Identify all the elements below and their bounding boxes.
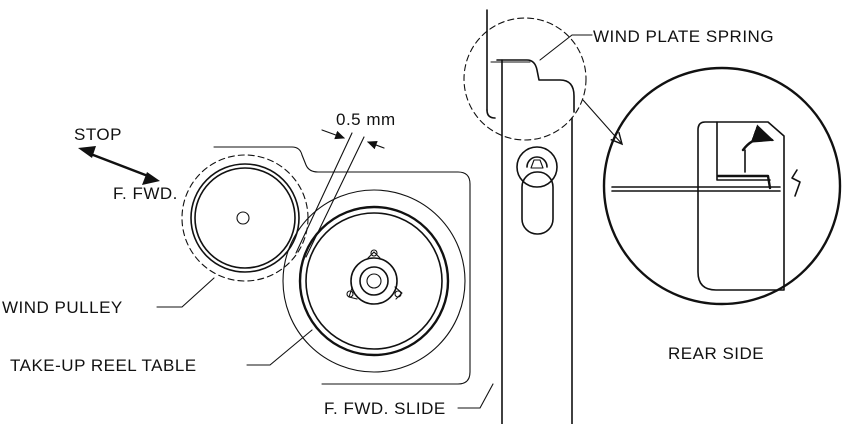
wind-pulley-label: WIND PULLEY	[2, 298, 123, 317]
f-fwd-slide	[486, 9, 575, 424]
take-up-reel-table-label: TAKE-UP REEL TABLE	[10, 356, 197, 375]
direction-arrow	[78, 146, 160, 185]
wind-pulley	[181, 154, 309, 282]
clearance-label: 0.5 mm	[336, 110, 396, 129]
f-fwd-slide-label: F. FWD. SLIDE	[324, 399, 446, 418]
stop-label: STOP	[74, 125, 122, 144]
rear-side-detail	[602, 66, 842, 306]
mounting-plate-outline	[213, 146, 471, 385]
take-up-reel-table-leader	[246, 329, 313, 366]
wind-plate-spring-label: WIND PLATE SPRING	[593, 27, 774, 46]
take-up-reel-table	[282, 189, 466, 373]
f-fwd-slide-leader	[457, 383, 494, 409]
spring-detail-dashed-circle	[463, 17, 587, 141]
detail-callout-arrow	[582, 99, 622, 144]
wind-plate-spring-leader	[539, 34, 593, 61]
clearance-dimension	[295, 129, 385, 258]
rear-side-label: REAR SIDE	[668, 344, 764, 363]
wind-pulley-leader	[156, 277, 215, 308]
f-fwd-label: F. FWD.	[113, 184, 178, 203]
